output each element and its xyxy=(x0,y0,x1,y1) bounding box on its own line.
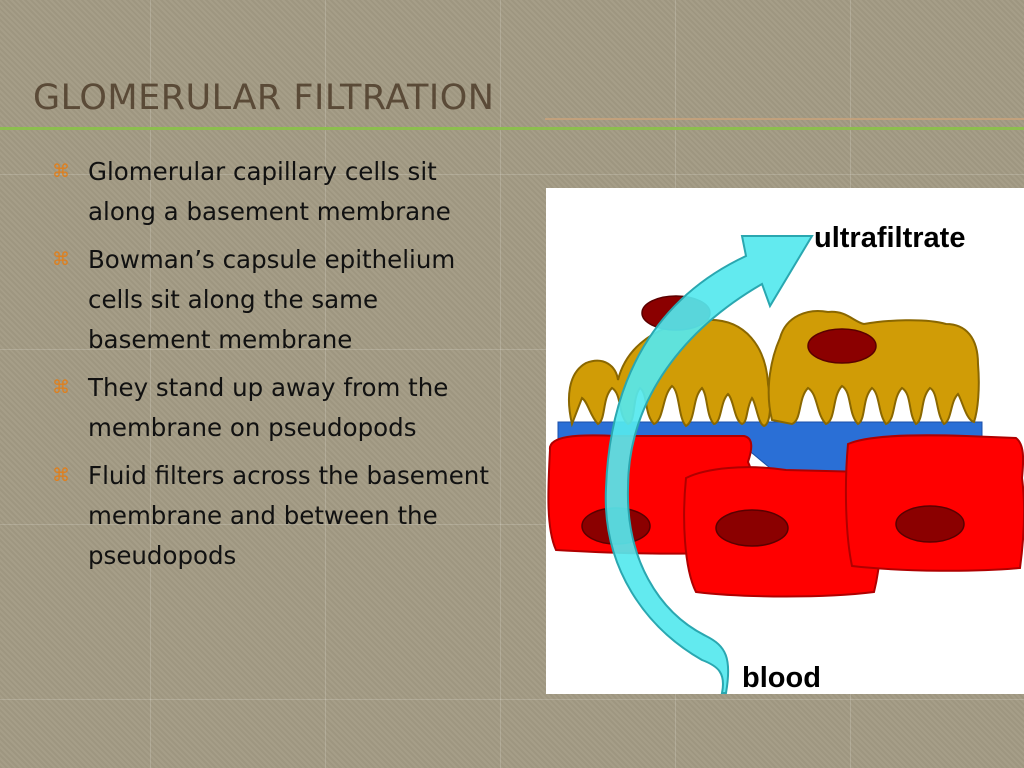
bullet-term: Fluid xyxy=(88,461,147,490)
x-bullet-icon: ⌘ xyxy=(52,377,70,398)
bullet-term: basement membrane xyxy=(186,197,451,226)
bullet-list: ⌘Glomerular capillary cells sit along a … xyxy=(48,152,493,584)
capillary-nucleus-middle xyxy=(715,509,789,547)
bullet-text: They stand up away from the membrane on … xyxy=(88,373,449,442)
bullet-term: Bowman’s capsule epithelium cells xyxy=(88,245,456,314)
bullet-text: sit along the same xyxy=(142,285,379,314)
bullet-item: ⌘ Fluid filters across the basement membr… xyxy=(48,456,493,576)
x-bullet-icon: ⌘ xyxy=(52,465,70,486)
bullet-item: ⌘ Bowman’s capsule epithelium cells sit a… xyxy=(48,240,493,360)
bullet-item: ⌘ They stand up away from the membrane on… xyxy=(48,368,493,448)
x-bullet-icon: ⌘ xyxy=(52,249,70,270)
bullet-text: filters across the xyxy=(146,461,367,490)
title-divider-tan xyxy=(545,118,1024,120)
bullet-term: basement membrane xyxy=(88,461,489,530)
bullet-term: Glomerular capillary cells xyxy=(88,157,400,186)
blood-label: blood xyxy=(742,662,821,694)
ultrafiltrate-label: ultrafiltrate xyxy=(814,222,966,254)
podocyte-right xyxy=(767,310,980,426)
bullet-text: sit along a xyxy=(88,157,437,226)
bullet-term: basement membrane xyxy=(88,325,353,354)
filtration-diagram: ultrafiltrate blood xyxy=(546,188,1024,694)
x-bullet-icon: ⌘ xyxy=(52,161,70,182)
diagram-svg xyxy=(547,235,1024,694)
bullet-text: and between the pseudopods xyxy=(88,501,438,570)
slide-title: GLOMERULAR FILTRATION xyxy=(33,78,495,118)
filtration-arrow xyxy=(604,235,814,694)
capillary-nucleus-right xyxy=(895,505,965,543)
capillary-cell-right xyxy=(844,434,1024,572)
bullet-item: ⌘Glomerular capillary cells sit along a … xyxy=(48,152,493,232)
podocyte-nucleus-right xyxy=(807,328,877,364)
title-divider-green xyxy=(0,127,1024,130)
